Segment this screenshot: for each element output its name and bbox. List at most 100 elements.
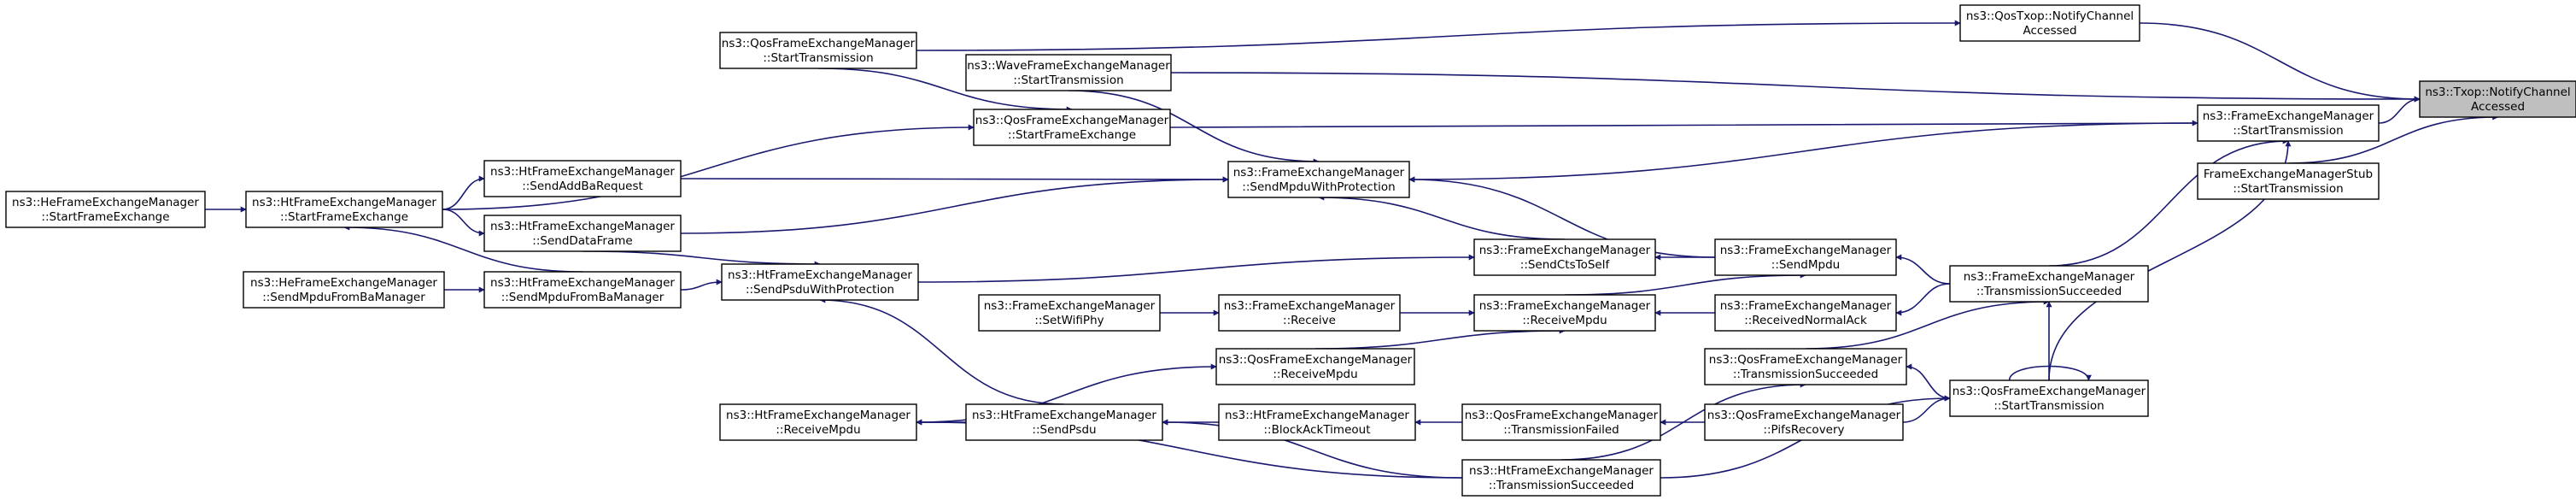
node-label-line: ::ReceiveMpdu — [776, 423, 860, 437]
edge-qos-start-tx-to-qos-start-tx — [2008, 365, 2092, 381]
node-label-line: Accessed — [2023, 24, 2076, 38]
node-qos-tx-succ[interactable]: ns3::QosFrameExchangeManager::Transmissi… — [1704, 348, 1907, 385]
node-label-line: ::SetWifiPhy — [1034, 314, 1104, 327]
node-wave-start-tx[interactable]: ns3::WaveFrameExchangeManager::StartTran… — [965, 54, 1172, 91]
node-label-line: ns3::HtFrameExchangeManager — [490, 165, 675, 179]
edge-qostxop-notify-to-txop-notify — [2139, 22, 2421, 103]
node-box — [965, 54, 1172, 91]
node-label-line: ns3::FrameExchangeManager — [1964, 270, 2135, 284]
node-label-line: ::StartTransmission — [2233, 124, 2343, 138]
node-label-line: ::SendMpduWithProtection — [1242, 180, 1395, 194]
node-ht-tx-succ[interactable]: ns3::HtFrameExchangeManager::Transmissio… — [1461, 459, 1661, 497]
node-box — [1473, 238, 1656, 276]
node-qos-start-fe[interactable]: ns3::QosFrameExchangeManager::StartFrame… — [973, 109, 1171, 146]
edge-fem-start-tx-to-fem-send-prot — [1408, 122, 2198, 183]
edge-fem-tx-succ-to-fem-start-tx — [2048, 138, 2289, 267]
node-label-line: ns3::QosFrameExchangeManager — [1465, 409, 1659, 422]
node-label-line: ns3::QosTxop::NotifyChannel — [1966, 9, 2134, 23]
node-box — [973, 109, 1171, 146]
node-label-line: ns3::FrameExchangeManager — [1479, 299, 1651, 313]
node-label-line: ns3::FrameExchangeManager — [1233, 166, 1405, 179]
node-label-line: ns3::QosFrameExchangeManager — [722, 37, 916, 50]
node-box — [1218, 403, 1416, 441]
node-label-line: ::TransmissionSucceeded — [1489, 479, 1634, 492]
node-qos-start-tx-top[interactable]: ns3::QosFrameExchangeManager::StartTrans… — [719, 32, 917, 69]
node-label-line: ::ReceiveMpdu — [1522, 314, 1607, 327]
node-box — [5, 191, 206, 228]
node-box — [1461, 459, 1661, 497]
node-box — [1704, 348, 1907, 385]
node-fem-start-tx[interactable]: ns3::FrameExchangeManager::StartTransmis… — [2197, 104, 2380, 142]
node-label-line: ::TransmissionSucceeded — [1733, 368, 1878, 381]
node-label-line: ns3::WaveFrameExchangeManager — [967, 59, 1170, 73]
node-box — [1473, 294, 1656, 332]
node-he-start-fe[interactable]: ns3::HeFrameExchangeManager::StartFrameE… — [5, 191, 206, 228]
node-fem-set-phy[interactable]: ns3::FrameExchangeManager::SetWifiPhy — [978, 294, 1161, 332]
edge-ht-start-fe-to-ht-send-data — [442, 209, 485, 237]
node-qos-pifs[interactable]: ns3::QosFrameExchangeManager::PifsRecove… — [1704, 403, 1904, 441]
node-label-line: ::BlockAckTimeout — [1264, 423, 1371, 437]
node-label-line: ns3::FrameExchangeManager — [2203, 109, 2374, 123]
node-label-line: ::ReceivedNormalAck — [1744, 314, 1867, 327]
node-box — [2197, 104, 2380, 142]
edge-stub-start-tx-to-txop-notify — [2287, 114, 2499, 164]
node-qos-start-tx[interactable]: ns3::QosFrameExchangeManager::StartTrans… — [1949, 379, 2149, 417]
edge-fem-start-tx-to-txop-notify — [2378, 96, 2421, 124]
node-ht-blockack[interactable]: ns3::HtFrameExchangeManager::BlockAckTim… — [1218, 403, 1416, 441]
node-fem-recv-ack[interactable]: ns3::FrameExchangeManager::ReceivedNorma… — [1714, 294, 1897, 332]
node-ht-send-psdu[interactable]: ns3::HtFrameExchangeManager::SendPsdu — [965, 403, 1163, 441]
node-label-line: ::SendMpduFromBaManager — [501, 291, 664, 304]
node-fem-tx-succ[interactable]: ns3::FrameExchangeManager::TransmissionS… — [1949, 265, 2149, 303]
node-box — [1959, 4, 2140, 42]
node-stub-start-tx[interactable]: FrameExchangeManagerStub::StartTransmiss… — [2197, 162, 2380, 200]
node-ht-start-fe[interactable]: ns3::HtFrameExchangeManager::StartFrameE… — [245, 191, 443, 228]
node-box — [1215, 348, 1415, 385]
node-box — [1218, 294, 1401, 332]
node-box — [1714, 238, 1897, 276]
node-label-line: ns3::QosFrameExchangeManager — [975, 114, 1169, 127]
node-box — [1704, 403, 1904, 441]
node-label-line: ns3::FrameExchangeManager — [1720, 244, 1892, 257]
edge-qos-start-tx-to-qos-tx-succ — [1906, 363, 1951, 399]
node-fem-send-mpdu[interactable]: ns3::FrameExchangeManager::SendMpdu — [1714, 238, 1897, 276]
node-label-line: ns3::HtFrameExchangeManager — [252, 196, 436, 209]
node-ht-send-addba[interactable]: ns3::HtFrameExchangeManager::SendAddBaRe… — [483, 160, 682, 197]
node-box — [483, 271, 682, 309]
node-qos-tx-failed[interactable]: ns3::QosFrameExchangeManager::Transmissi… — [1461, 403, 1661, 441]
edge-ht-send-psdu-to-ht-send-psdu-prot — [819, 297, 1065, 405]
node-qos-recv-mpdu[interactable]: ns3::QosFrameExchangeManager::ReceiveMpd… — [1215, 348, 1415, 385]
node-he-send-ba[interactable]: ns3::HeFrameExchangeManager::SendMpduFro… — [243, 271, 445, 309]
node-label-line: ::SendMpdu — [1771, 258, 1840, 272]
node-label-line: ::Receive — [1283, 314, 1336, 327]
node-label-line: ns3::FrameExchangeManager — [984, 299, 1156, 313]
node-fem-send-cts[interactable]: ns3::FrameExchangeManager::SendCtsToSelf — [1473, 238, 1656, 276]
node-label-line: ::SendDataFrame — [532, 234, 632, 248]
node-fem-recv-mpdu[interactable]: ns3::FrameExchangeManager::ReceiveMpdu — [1473, 294, 1656, 332]
node-label-line: ns3::QosFrameExchangeManager — [1709, 353, 1903, 367]
node-ht-send-psdu-prot[interactable]: ns3::HtFrameExchangeManager::SendPsduWit… — [721, 263, 919, 301]
node-ht-send-ba[interactable]: ns3::HtFrameExchangeManager::SendMpduFro… — [483, 271, 682, 309]
node-box — [965, 403, 1163, 441]
node-label-line: ::StartFrameExchange — [1008, 128, 1136, 142]
node-fem-send-prot[interactable]: ns3::FrameExchangeManager::SendMpduWithP… — [1227, 161, 1410, 198]
node-label-line: ::StartTransmission — [2233, 182, 2343, 196]
node-ht-recv-mpdu[interactable]: ns3::HtFrameExchangeManager::ReceiveMpdu — [719, 403, 917, 441]
edge-ht-send-psdu-prot-to-fem-send-cts — [917, 254, 1475, 283]
node-box — [2197, 162, 2380, 200]
node-label-line: ns3::HtFrameExchangeManager — [728, 268, 912, 282]
node-fem-receive[interactable]: ns3::FrameExchangeManager::Receive — [1218, 294, 1401, 332]
edge-ht-start-fe-to-ht-send-addba — [442, 175, 485, 210]
node-label-line: ::SendAddBaRequest — [522, 179, 643, 193]
node-label-line: ::StartFrameExchange — [280, 210, 408, 224]
node-label-line: ::StartFrameExchange — [41, 210, 169, 224]
node-label-line: ns3::Txop::NotifyChannel — [2425, 85, 2570, 99]
edge-ht-tx-succ-to-qos-tx-succ — [1560, 381, 1806, 461]
edge-qos-start-tx-top-to-qos-start-fe — [817, 68, 1073, 113]
node-box — [483, 160, 682, 197]
node-label-line: ns3::QosFrameExchangeManager — [1219, 353, 1413, 367]
node-ht-send-data[interactable]: ns3::HtFrameExchangeManager::SendDataFra… — [483, 215, 682, 252]
edge-qos-recv-mpdu-to-fem-recv-mpdu — [1314, 327, 1566, 350]
